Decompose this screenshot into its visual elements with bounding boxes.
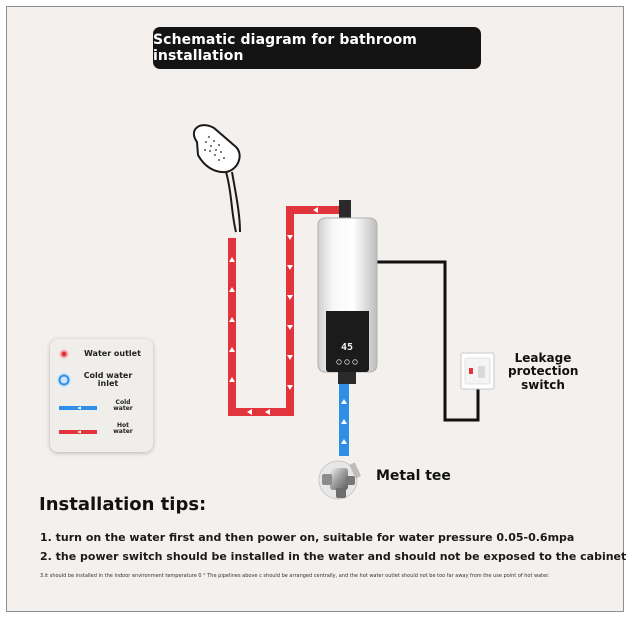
shower-head-icon bbox=[192, 124, 241, 233]
cold-water-pipe bbox=[339, 384, 349, 456]
heater-display-panel bbox=[326, 311, 369, 372]
heater-power-button-icon bbox=[344, 359, 350, 365]
power-cable bbox=[375, 260, 480, 422]
heater-temperature-readout: 45 bbox=[341, 342, 353, 353]
metal-tee-label: Metal tee bbox=[376, 468, 451, 484]
legend-cold-water-label: Cold water bbox=[113, 399, 133, 413]
tip-item-small: 3.it should be installed in the indoor e… bbox=[40, 573, 550, 579]
leakage-switch-icon bbox=[460, 352, 495, 390]
tip-item: 1. turn on the water first and then powe… bbox=[40, 531, 575, 544]
water-heater: 45 bbox=[317, 217, 378, 384]
heater-minus-button-icon bbox=[336, 359, 342, 365]
diagram-frame bbox=[6, 6, 624, 612]
heater-plus-button-icon bbox=[352, 359, 358, 365]
legend-water-outlet-label: Water outlet bbox=[84, 349, 141, 358]
diagram-title: Schematic diagram for bathroom installat… bbox=[153, 27, 481, 69]
hot-water-pipe bbox=[228, 206, 343, 416]
legend-cold-water-inlet-label: Cold water inlet bbox=[83, 371, 133, 389]
leakage-switch-label: Leakage protection switch bbox=[508, 351, 579, 392]
tips-title: Installation tips: bbox=[39, 494, 207, 515]
legend-hot-water-label: Hot water bbox=[113, 422, 133, 436]
metal-tee-icon bbox=[318, 460, 361, 500]
legend-swatches bbox=[57, 349, 97, 434]
tip-item: 2. the power switch should be installed … bbox=[40, 550, 627, 563]
hot-outlet-connector bbox=[339, 200, 351, 222]
legend: Water outlet Cold water inlet Cold water… bbox=[50, 339, 153, 452]
